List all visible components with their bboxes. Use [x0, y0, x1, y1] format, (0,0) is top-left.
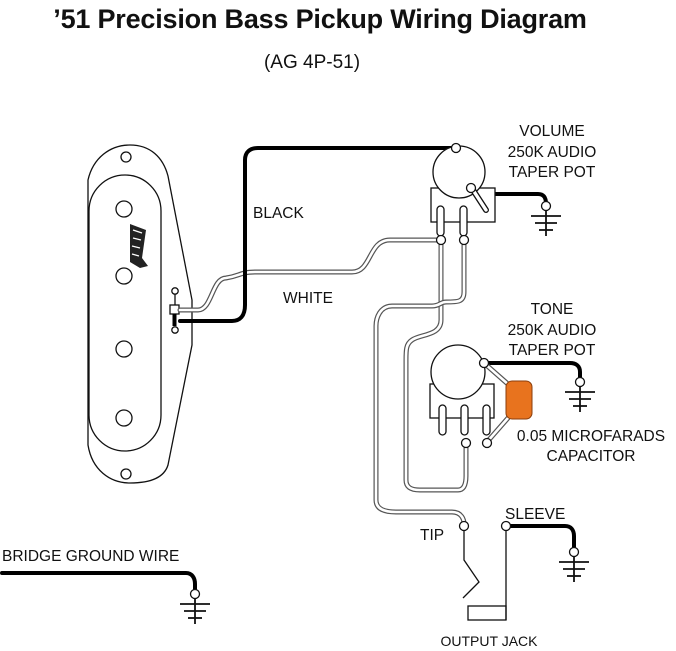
aguilar-logo [130, 224, 148, 268]
tone-pot-label-1: TONE [531, 301, 574, 318]
pole-piece-4 [115, 409, 133, 427]
diagram-subtitle: (AG 4P-51) [263, 52, 361, 73]
bridge-ground-wire [0, 571, 197, 594]
pickup-mounting-plate [87, 144, 193, 484]
black-wire-label: BLACK [253, 205, 304, 222]
volume-pot-label-1: VOLUME [519, 123, 584, 140]
black-wire-pickup-to-volume [178, 146, 456, 323]
pickup-solder-lugs [169, 287, 180, 334]
ground-icon [565, 376, 595, 412]
volume-pot-label-2: 250K AUDIO [508, 144, 597, 161]
black-wire-tone-to-ground [482, 361, 582, 382]
output-jack-label: OUTPUT JACK [441, 633, 539, 649]
tone-pot-label-3: TAPER POT [509, 342, 596, 359]
ground-icon [559, 546, 589, 582]
ground-icon [180, 588, 210, 624]
tone-pot [429, 344, 512, 449]
capacitor-label-2: CAPACITOR [547, 448, 636, 465]
mounting-hole-top [120, 151, 132, 163]
volume-pot [430, 142, 496, 246]
pickup-cover [88, 174, 162, 452]
ground-icon [531, 200, 561, 236]
capacitor-label-1: 0.05 MICROFARADS [517, 428, 665, 445]
diagram-title: ’51 Precision Bass Pickup Wiring Diagram [53, 4, 587, 34]
output-jack [458, 520, 512, 621]
tone-pot-label-2: 250K AUDIO [508, 322, 597, 339]
capacitor [505, 380, 533, 420]
mounting-hole-bottom [120, 468, 132, 480]
bridge-ground-label: BRIDGE GROUND WIRE [2, 548, 179, 565]
white-wire-label: WHITE [283, 290, 333, 307]
white-wires [177, 237, 469, 527]
pole-piece-3 [115, 340, 133, 358]
pole-piece-1 [115, 200, 133, 218]
black-wire-sleeve-to-ground [504, 524, 576, 552]
pickup [87, 144, 193, 484]
volume-pot-label-3: TAPER POT [509, 164, 596, 181]
jack-sleeve-label: SLEEVE [505, 506, 565, 523]
jack-tip-label: TIP [420, 527, 444, 544]
pole-piece-2 [115, 267, 133, 285]
